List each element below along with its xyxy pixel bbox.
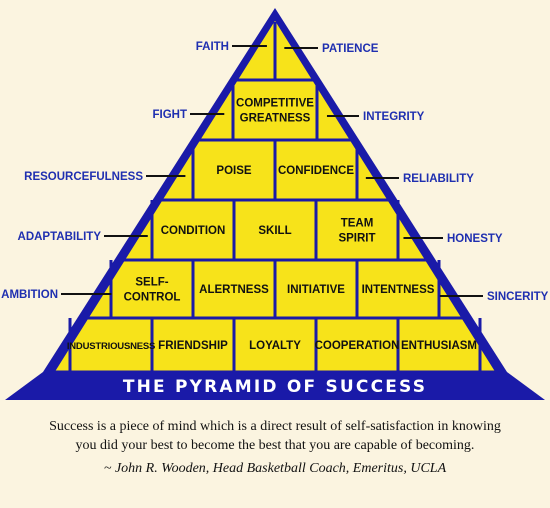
side-labels: FAITH FIGHT RESOURCEFULNESS ADAPTABILITY AMB… xyxy=(1,41,549,303)
left-label: RESOURCEFULNESS xyxy=(24,171,143,183)
block-label: FRIENDSHIP xyxy=(158,340,228,352)
block-label: TEAM xyxy=(341,218,374,230)
right-label: PATIENCE xyxy=(322,43,379,55)
quote-line-1: Success is a piece of mind which is a di… xyxy=(49,419,501,434)
right-label: RELIABILITY xyxy=(403,173,474,185)
block-label: CONDITION xyxy=(161,225,226,237)
left-label: FAITH xyxy=(196,41,229,53)
block-label: SELF- xyxy=(135,277,168,289)
block-label: INTENTNESS xyxy=(362,284,435,296)
block-label: CONFIDENCE xyxy=(278,165,354,177)
block-label: SPIRIT xyxy=(338,233,375,245)
block-label: ENTHUSIASM xyxy=(401,340,477,352)
right-label: HONESTY xyxy=(447,233,503,245)
block-label: SKILL xyxy=(258,225,291,237)
banner-title: THE PYRAMID OF SUCCESS xyxy=(123,377,427,397)
block-label: ALERTNESS xyxy=(199,284,269,296)
right-label: SINCERITY xyxy=(487,291,549,303)
block-label: GREATNESS xyxy=(240,113,311,125)
block-label: LOYALTY xyxy=(249,340,301,352)
left-label: ADAPTABILITY xyxy=(18,231,102,243)
block-label: CONTROL xyxy=(124,292,181,304)
banner-bar xyxy=(5,372,545,400)
pyramid: COMPETITIVE GREATNESS POISE CONFIDENCE CONDI… xyxy=(43,8,507,374)
block-label: INITIATIVE xyxy=(287,284,345,296)
left-label: FIGHT xyxy=(153,109,188,121)
banner: THE PYRAMID OF SUCCESS xyxy=(5,372,545,400)
left-label: AMBITION xyxy=(1,289,58,301)
right-label: INTEGRITY xyxy=(363,111,425,123)
block-label: POISE xyxy=(216,165,251,177)
block-label: COOPERATION xyxy=(315,340,400,352)
quote-attribution: ~ John R. Wooden, Head Basketball Coach,… xyxy=(103,461,447,476)
block-label: INDUSTRIOUSNESS xyxy=(67,341,155,352)
quote-line-2: you did your best to become the best tha… xyxy=(75,438,475,453)
block-label: COMPETITIVE xyxy=(236,98,314,110)
